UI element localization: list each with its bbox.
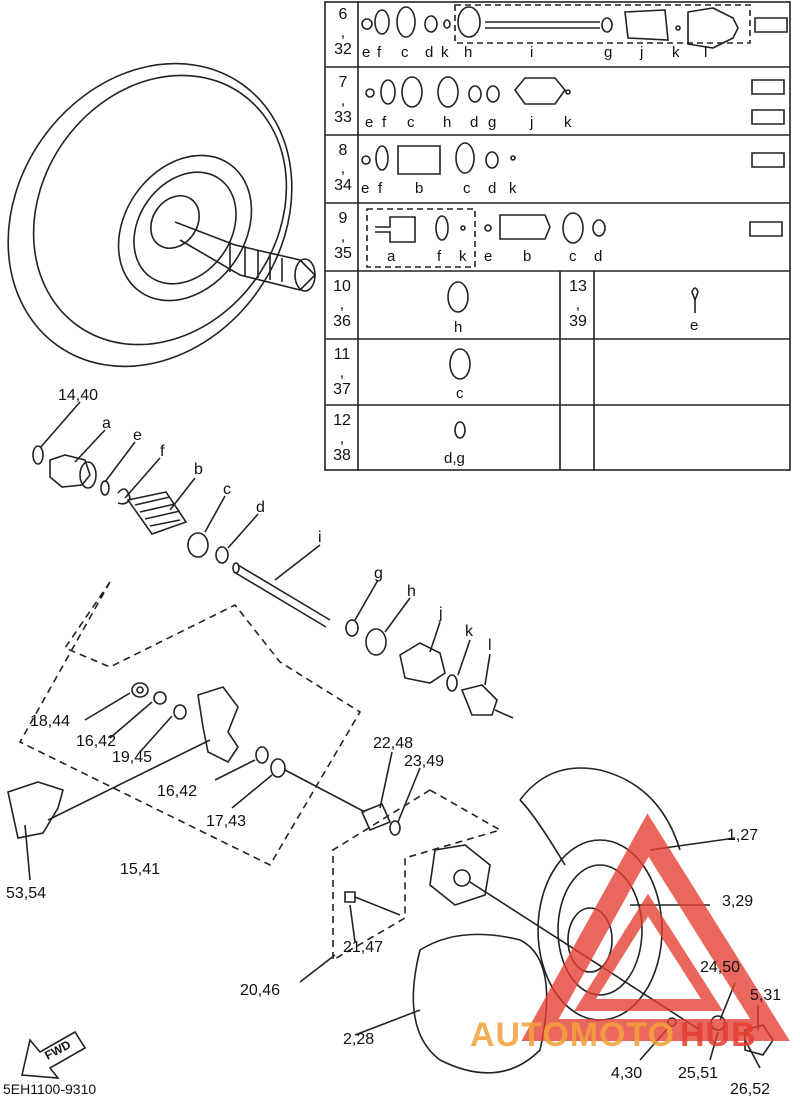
row7-letter-j: j	[530, 114, 534, 131]
row9-letter-d: d	[594, 248, 603, 265]
table-row-10-number: 10,36	[333, 278, 351, 331]
row6-letter-l: l	[704, 44, 708, 61]
row6-letter-c: c	[401, 44, 409, 61]
row6-letter-e: e	[362, 44, 371, 61]
callout-i: i	[318, 529, 322, 546]
table-row-13-number: 13,39	[569, 278, 587, 331]
callout-j: j	[439, 605, 443, 622]
table-row-12-number: 12,38	[333, 412, 351, 465]
row8-letter-c: c	[463, 180, 471, 197]
row13-letter-e: e	[690, 317, 699, 334]
row7-letter-d: d	[470, 114, 479, 131]
watermark-logo	[521, 813, 790, 1041]
row9-letter-k: k	[459, 248, 467, 265]
row7-letter-k: k	[564, 114, 572, 131]
callout-24-50: 24,50	[700, 959, 741, 976]
row8-letter-k: k	[509, 180, 517, 197]
knuckle-group	[7, 581, 401, 867]
callout-k: k	[465, 623, 473, 640]
row9-letter-e: e	[484, 248, 493, 265]
callout-21-47: 21,47	[343, 939, 384, 956]
callout-20-46: 20,46	[240, 982, 281, 999]
row10-letter-h: h	[454, 319, 463, 336]
watermark-text-automoto: AUTOMOTO	[470, 1016, 676, 1054]
row7-letter-g: g	[488, 114, 497, 131]
callout-2-28: 2,28	[343, 1031, 375, 1048]
callout-15-41: 15,41	[120, 861, 161, 878]
callout-f: f	[160, 443, 165, 460]
row7-letter-f: f	[382, 114, 387, 131]
callout-23-49: 23,49	[404, 753, 445, 770]
row8-letter-f: f	[378, 180, 383, 197]
row9-letter-b: b	[523, 248, 532, 265]
row6-letter-h: h	[464, 44, 473, 61]
callout-19-45: 19,45	[112, 749, 153, 766]
callout-g: g	[374, 565, 383, 582]
table-part-icons	[361, 6, 788, 439]
table-row-8-number: 8,34	[334, 142, 352, 195]
callout-5-31: 5,31	[750, 987, 782, 1004]
row7-letter-c: c	[407, 114, 415, 131]
callout-18-44: 18,44	[30, 713, 71, 730]
callout-17-43: 17,43	[206, 813, 247, 830]
callout-4-30: 4,30	[611, 1065, 643, 1082]
callout-25-51: 25,51	[678, 1065, 719, 1082]
row7-letter-e: e	[365, 114, 374, 131]
parts-table-frame	[324, 1, 791, 471]
callout-53-54: 53,54	[6, 885, 47, 902]
row9-letter-f: f	[437, 248, 442, 265]
callout-16-42-bottom: 16,42	[157, 783, 198, 800]
row9-letter-a: a	[387, 248, 396, 265]
callout-16-42-top: 16,42	[76, 733, 117, 750]
row6-letter-k: k	[441, 44, 449, 61]
fwd-arrow	[21, 1030, 87, 1079]
row12-letter-dg: d,g	[444, 450, 465, 467]
row8-letter-d: d	[488, 180, 497, 197]
row8-letter-e: e	[361, 180, 370, 197]
diagram-code: 5EH1100-9310	[3, 1081, 97, 1097]
row6-letter-d: d	[425, 44, 434, 61]
table-row-11-number: 11,37	[333, 346, 351, 399]
callout-a: a	[102, 415, 111, 432]
callout-c: c	[223, 481, 231, 498]
table-row-7-number: 7,33	[334, 74, 352, 127]
row6-letter-j: j	[640, 44, 644, 61]
callout-3-29: 3,29	[722, 893, 754, 910]
row6-letter-k2: k	[672, 44, 680, 61]
callout-l: l	[488, 637, 492, 654]
row11-letter-c: c	[456, 385, 464, 402]
row6-letter-i: i	[530, 44, 534, 61]
row7-letter-h: h	[443, 114, 452, 131]
wheel-assembly-top	[7, 62, 317, 368]
row6-letter-g: g	[604, 44, 613, 61]
table-row-6-number: 6,32	[334, 6, 352, 59]
callout-22-48: 22,48	[373, 735, 414, 752]
callout-e: e	[133, 427, 142, 444]
table-row-9-number: 9,35	[334, 210, 352, 263]
callout-b: b	[194, 461, 203, 478]
row9-letter-c: c	[569, 248, 577, 265]
callout-14-40: 14,40	[58, 387, 99, 404]
row8-letter-b: b	[415, 180, 424, 197]
callout-26-52: 26,52	[730, 1081, 771, 1098]
callout-h: h	[407, 583, 416, 600]
callout-1-27: 1,27	[727, 827, 759, 844]
drive-shaft-exploded	[32, 445, 514, 719]
row6-letter-f: f	[377, 44, 382, 61]
watermark-text-hub: HUB	[680, 1016, 757, 1054]
callout-d: d	[256, 499, 265, 516]
